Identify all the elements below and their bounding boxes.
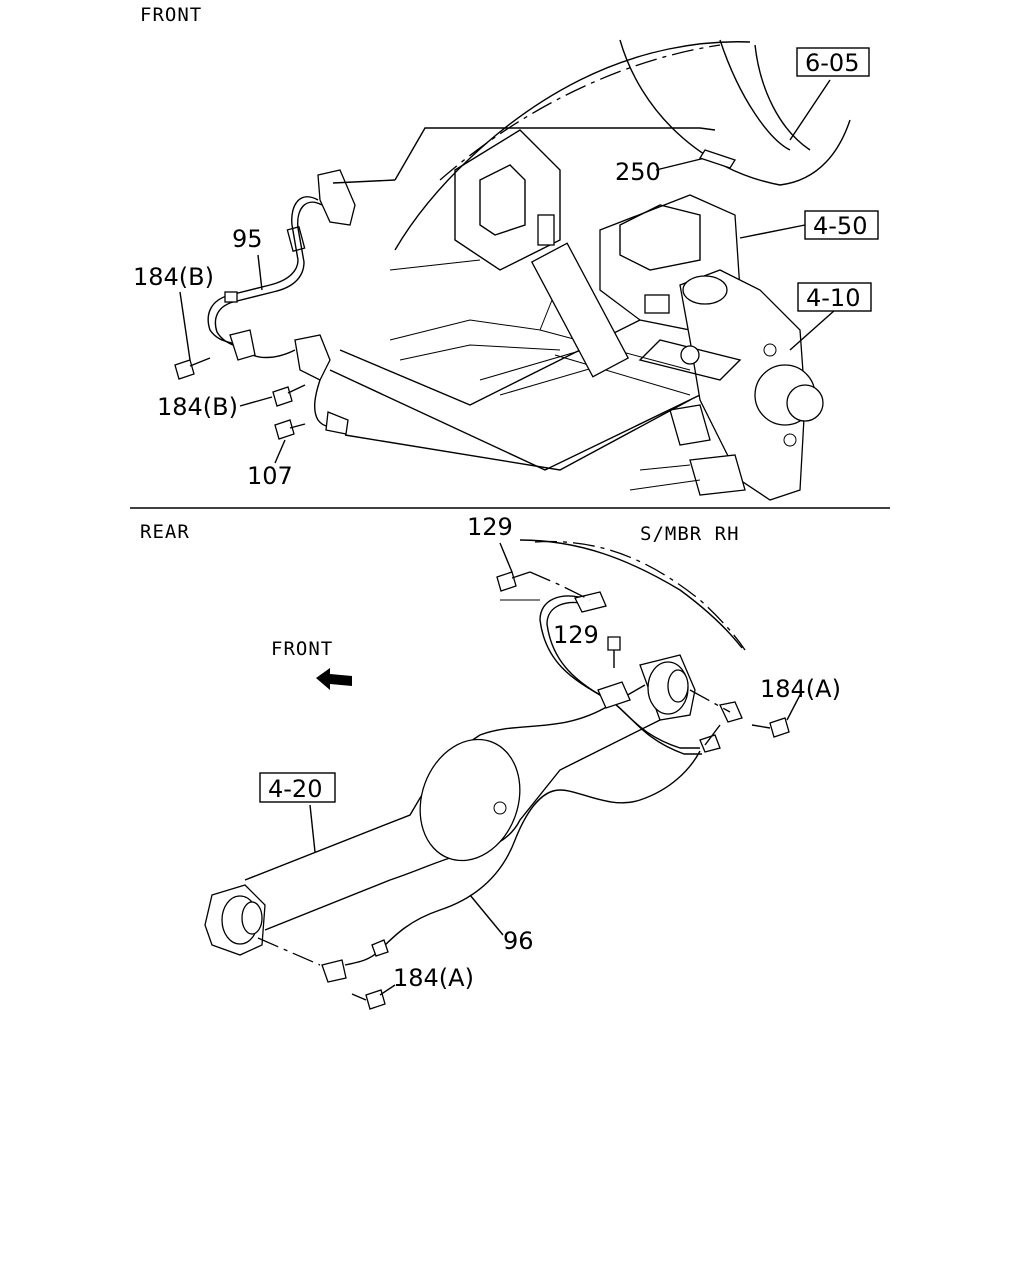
part-250-label: 250 [615, 158, 661, 186]
front-abs-sensor-harness [207, 169, 356, 435]
ref-6-05-label: 6-05 [805, 49, 859, 77]
front-section: FRONT [133, 4, 879, 501]
part-184b-upper-label: 184(B) [133, 263, 214, 291]
front-bolts [174, 357, 306, 440]
part-184a-right-label: 184(A) [760, 675, 841, 703]
front-section-heading: FRONT [140, 4, 202, 26]
front-body-panel [389, 39, 851, 361]
rear-section: REAR S/MBR RH FRONT [140, 513, 841, 1010]
rear-leader-lines [257, 542, 801, 996]
ref-4-10-label: 4-10 [806, 284, 860, 312]
part-184b-lower-label: 184(B) [157, 393, 238, 421]
part-95-label: 95 [232, 225, 263, 253]
ref-4-50-label: 4-50 [813, 212, 867, 240]
rear-bolts [351, 571, 790, 1010]
front-suspension [530, 194, 824, 501]
callout-ref-6-05[interactable]: 6-05 [796, 47, 870, 77]
part-129-upper-label: 129 [467, 513, 513, 541]
callout-ref-4-50[interactable]: 4-50 [804, 210, 879, 240]
rear-axle-housing [204, 654, 696, 956]
rear-section-heading: REAR [140, 521, 190, 543]
member-label: S/MBR RH [640, 523, 740, 545]
callout-ref-4-10[interactable]: 4-10 [797, 282, 872, 312]
front-frame-rail [329, 319, 701, 471]
callout-ref-4-20[interactable]: 4-20 [259, 772, 336, 803]
ref-4-20-label: 4-20 [268, 775, 322, 803]
part-96-label: 96 [503, 927, 534, 955]
part-129-lower-label: 129 [553, 621, 599, 649]
rear-abs-harness [321, 591, 743, 983]
front-arrow-icon [316, 668, 352, 690]
rear-side-member [500, 539, 746, 651]
part-184a-lower-label: 184(A) [393, 964, 474, 992]
direction-label: FRONT [271, 638, 333, 660]
part-107-label: 107 [247, 462, 293, 490]
front-leader-lines [179, 79, 836, 471]
